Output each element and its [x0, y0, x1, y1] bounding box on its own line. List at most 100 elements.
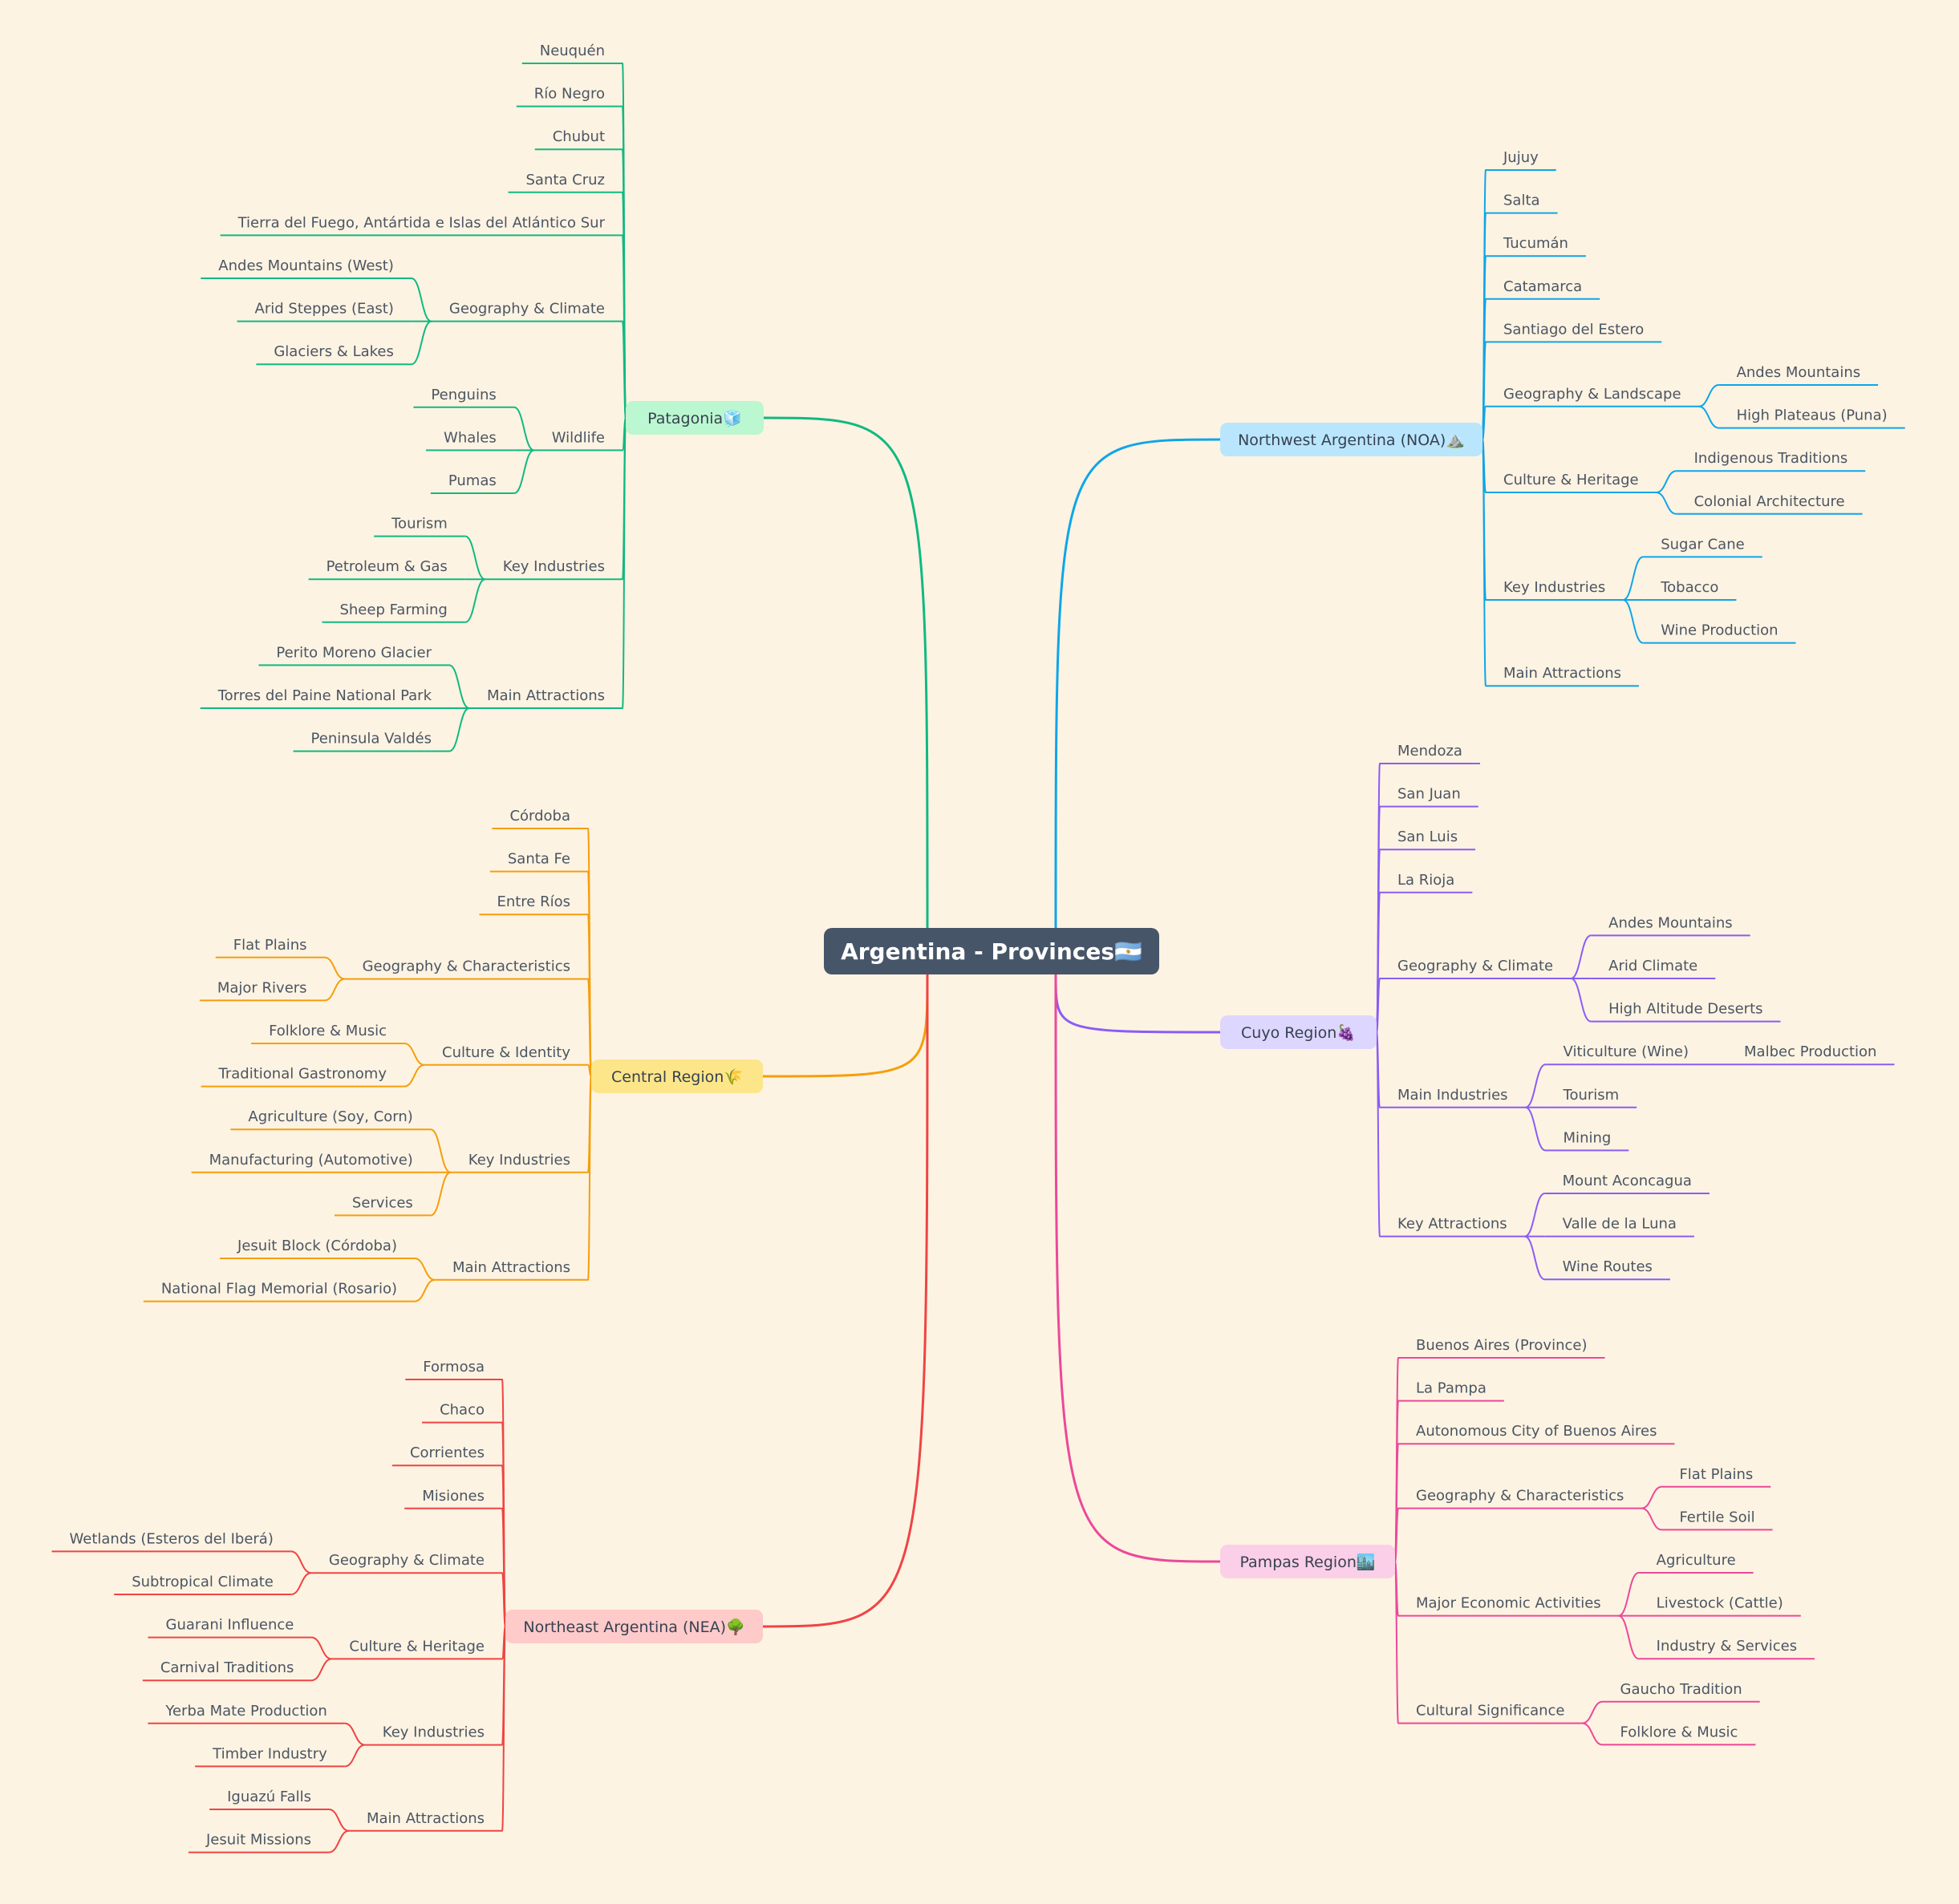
node-colonial-architecture[interactable]: Colonial Architecture — [1694, 493, 1845, 510]
node-andes-mountains-west[interactable]: Andes Mountains (West) — [218, 257, 394, 274]
branch-node-central[interactable] — [591, 1059, 763, 1093]
branch-node-noa[interactable] — [1220, 423, 1482, 456]
node-mount-aconcagua[interactable]: Mount Aconcagua — [1563, 1173, 1692, 1189]
branch-node-cuyo[interactable] — [1220, 1015, 1377, 1049]
node-mendoza[interactable]: Mendoza — [1397, 743, 1462, 760]
node-malbec-production[interactable]: Malbec Production — [1744, 1043, 1876, 1060]
node-geography-climate[interactable]: Geography & Climate — [449, 301, 605, 318]
node-subtropical-climate[interactable]: Subtropical Climate — [132, 1574, 274, 1590]
node-santiago-del-estero[interactable]: Santiago del Estero — [1503, 321, 1644, 338]
node-sheep-farming[interactable]: Sheep Farming — [339, 602, 447, 618]
node-key-industries[interactable]: Key Industries — [383, 1724, 485, 1741]
node-key-attractions[interactable]: Key Attractions — [1397, 1216, 1507, 1233]
node-corrientes[interactable]: Corrientes — [410, 1444, 485, 1461]
node-key-industries[interactable]: Key Industries — [503, 558, 605, 575]
node-la-pampa[interactable]: La Pampa — [1416, 1380, 1486, 1397]
node-main-attractions[interactable]: Main Attractions — [367, 1810, 485, 1827]
branch-node-nea[interactable] — [505, 1610, 763, 1643]
node-río-negro[interactable]: Río Negro — [534, 86, 605, 103]
branch-label-pampas[interactable]: Pampas Region🏙️ — [1239, 1553, 1375, 1571]
node-geography-characteristics[interactable]: Geography & Characteristics — [1416, 1488, 1624, 1505]
node-santa-cruz[interactable]: Santa Cruz — [526, 172, 606, 188]
node-wetlands-esteros-del-iberá[interactable]: Wetlands (Esteros del Iberá) — [70, 1530, 274, 1547]
branch-label-patagonia[interactable]: Patagonia🧊 — [647, 409, 742, 427]
node-agriculture-soy-corn[interactable]: Agriculture (Soy, Corn) — [248, 1108, 412, 1125]
node-geography-climate[interactable]: Geography & Climate — [329, 1552, 485, 1569]
node-glaciers-lakes[interactable]: Glaciers & Lakes — [274, 343, 394, 360]
node-pumas[interactable]: Pumas — [448, 472, 497, 489]
node-perito-moreno-glacier[interactable]: Perito Moreno Glacier — [276, 644, 432, 661]
node-major-rivers[interactable]: Major Rivers — [217, 979, 307, 996]
node-wine-routes[interactable]: Wine Routes — [1563, 1258, 1653, 1275]
node-chubut[interactable]: Chubut — [553, 128, 605, 145]
node-mining[interactable]: Mining — [1564, 1129, 1612, 1146]
node-national-flag-memorial-rosario[interactable]: National Flag Memorial (Rosario) — [161, 1281, 397, 1298]
node-main-attractions[interactable]: Main Attractions — [452, 1259, 570, 1276]
node-tourism[interactable]: Tourism — [391, 516, 448, 533]
node-wildlife[interactable]: Wildlife — [552, 429, 605, 446]
node-high-altitude-deserts[interactable]: High Altitude Deserts — [1608, 1001, 1762, 1018]
node-jujuy[interactable]: Jujuy — [1503, 149, 1539, 166]
node-fertile-soil[interactable]: Fertile Soil — [1679, 1509, 1754, 1525]
root-node[interactable] — [824, 928, 1159, 974]
node-misiones[interactable]: Misiones — [422, 1488, 485, 1505]
node-neuquén[interactable]: Neuquén — [540, 43, 605, 59]
branch-node-patagonia[interactable] — [626, 401, 764, 435]
node-major-economic-activities[interactable]: Major Economic Activities — [1416, 1595, 1601, 1612]
node-geography-climate[interactable]: Geography & Climate — [1397, 958, 1553, 974]
branch-label-cuyo[interactable]: Cuyo Region🍇 — [1241, 1023, 1356, 1042]
node-flat-plains[interactable]: Flat Plains — [1679, 1466, 1753, 1483]
node-córdoba[interactable]: Córdoba — [509, 808, 570, 824]
node-autonomous-city-of-buenos-aires[interactable]: Autonomous City of Buenos Aires — [1416, 1423, 1657, 1440]
node-whales[interactable]: Whales — [444, 429, 497, 446]
node-petroleum-gas[interactable]: Petroleum & Gas — [326, 558, 448, 575]
node-geography-landscape[interactable]: Geography & Landscape — [1503, 386, 1681, 403]
node-jesuit-block-córdoba[interactable]: Jesuit Block (Córdoba) — [237, 1238, 397, 1254]
branch-label-nea[interactable]: Northeast Argentina (NEA)🌳 — [523, 1618, 744, 1636]
node-jesuit-missions[interactable]: Jesuit Missions — [205, 1832, 311, 1849]
branch-node-pampas[interactable] — [1220, 1545, 1395, 1578]
node-catamarca[interactable]: Catamarca — [1503, 278, 1582, 295]
node-arid-climate[interactable]: Arid Climate — [1608, 958, 1697, 974]
node-timber-industry[interactable]: Timber Industry — [212, 1745, 327, 1762]
node-culture-identity[interactable]: Culture & Identity — [442, 1044, 570, 1061]
branch-label-noa[interactable]: Northwest Argentina (NOA)⛰️ — [1238, 431, 1465, 449]
node-carnival-traditions[interactable]: Carnival Traditions — [160, 1659, 294, 1676]
node-andes-mountains[interactable]: Andes Mountains — [1608, 914, 1733, 931]
node-peninsula-valdés[interactable]: Peninsula Valdés — [311, 731, 432, 747]
node-tourism[interactable]: Tourism — [1563, 1087, 1620, 1104]
node-iguazú-falls[interactable]: Iguazú Falls — [227, 1789, 311, 1805]
node-geography-characteristics[interactable]: Geography & Characteristics — [363, 958, 570, 975]
node-livestock-cattle[interactable]: Livestock (Cattle) — [1657, 1595, 1783, 1612]
node-services[interactable]: Services — [352, 1194, 413, 1211]
node-gaucho-tradition[interactable]: Gaucho Tradition — [1620, 1681, 1742, 1698]
node-torres-del-paine-national-park[interactable]: Torres del Paine National Park — [217, 687, 432, 704]
node-tobacco[interactable]: Tobacco — [1660, 579, 1718, 596]
node-santa-fe[interactable]: Santa Fe — [508, 851, 570, 868]
node-key-industries[interactable]: Key Industries — [1503, 579, 1605, 596]
node-industry-services[interactable]: Industry & Services — [1657, 1638, 1797, 1655]
node-tucumán[interactable]: Tucumán — [1503, 235, 1568, 252]
node-arid-steppes-east[interactable]: Arid Steppes (East) — [255, 301, 394, 318]
node-entre-ríos[interactable]: Entre Ríos — [497, 893, 570, 910]
node-main-attractions[interactable]: Main Attractions — [487, 687, 605, 704]
node-san-luis[interactable]: San Luis — [1397, 828, 1458, 845]
node-traditional-gastronomy[interactable]: Traditional Gastronomy — [218, 1066, 387, 1083]
node-main-attractions[interactable]: Main Attractions — [1503, 665, 1621, 682]
node-valle-de-la-luna[interactable]: Valle de la Luna — [1563, 1216, 1677, 1233]
node-guarani-influence[interactable]: Guarani Influence — [166, 1617, 294, 1634]
node-la-rioja[interactable]: La Rioja — [1397, 872, 1454, 889]
node-agriculture[interactable]: Agriculture — [1657, 1552, 1736, 1569]
node-yerba-mate-production[interactable]: Yerba Mate Production — [164, 1703, 326, 1720]
node-key-industries[interactable]: Key Industries — [468, 1152, 570, 1169]
node-folklore-music[interactable]: Folklore & Music — [269, 1023, 387, 1039]
node-manufacturing-automotive[interactable]: Manufacturing (Automotive) — [209, 1152, 413, 1169]
node-culture-heritage[interactable]: Culture & Heritage — [1503, 472, 1639, 488]
root-label[interactable]: Argentina - Provinces🇦🇷 — [841, 938, 1142, 965]
node-cultural-significance[interactable]: Cultural Significance — [1416, 1703, 1565, 1720]
node-indigenous-traditions[interactable]: Indigenous Traditions — [1694, 450, 1848, 467]
node-formosa[interactable]: Formosa — [423, 1359, 485, 1375]
node-andes-mountains[interactable]: Andes Mountains — [1737, 364, 1861, 381]
node-folklore-music[interactable]: Folklore & Music — [1620, 1724, 1738, 1740]
branch-label-central[interactable]: Central Region🌾 — [611, 1068, 743, 1086]
